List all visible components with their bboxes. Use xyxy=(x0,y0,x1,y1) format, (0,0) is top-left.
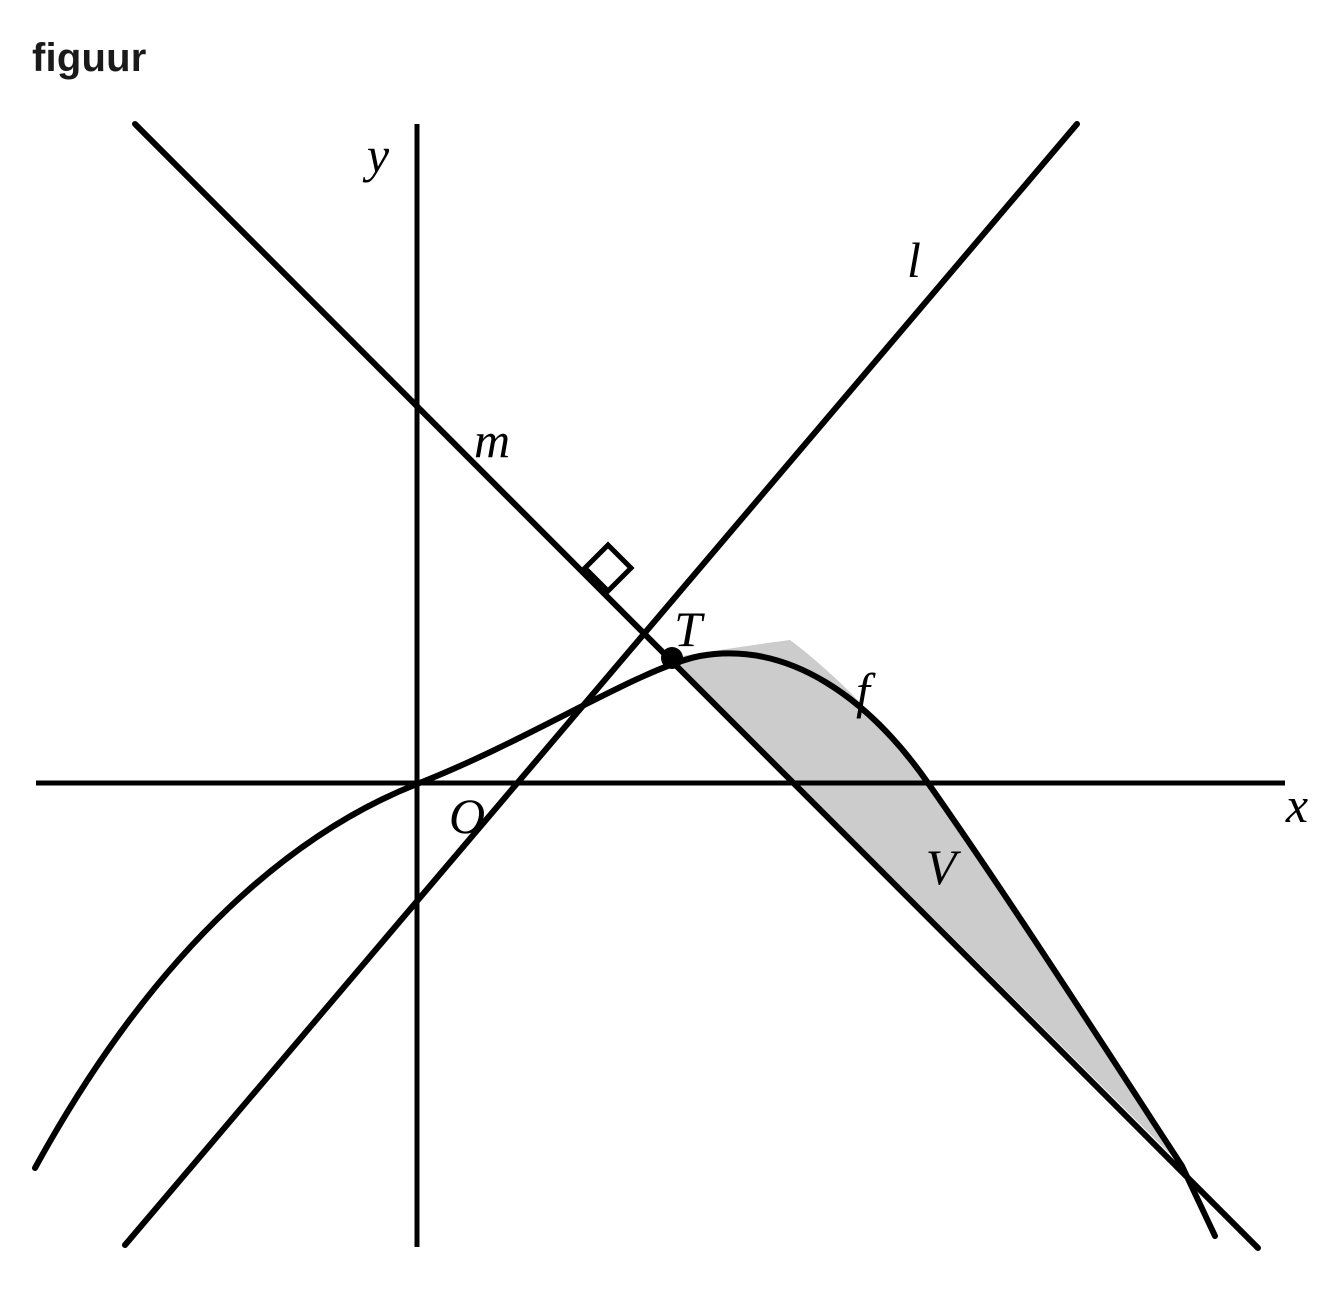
label-region-v: V xyxy=(926,839,962,895)
label-y: y xyxy=(362,127,390,183)
page-title: figuur xyxy=(32,36,147,80)
point-t-marker xyxy=(661,647,683,669)
curve-f xyxy=(32,650,1218,1239)
line-l xyxy=(122,121,1080,1248)
region-v-fill xyxy=(672,640,1182,1166)
label-x: x xyxy=(1285,777,1308,833)
label-line-l: l xyxy=(907,232,921,288)
line-m xyxy=(132,121,1261,1251)
label-curve-f: f xyxy=(856,663,876,719)
label-line-m: m xyxy=(474,412,510,468)
right-angle-marker xyxy=(581,541,635,595)
label-origin: O xyxy=(449,788,485,844)
label-point-t: T xyxy=(674,601,705,657)
